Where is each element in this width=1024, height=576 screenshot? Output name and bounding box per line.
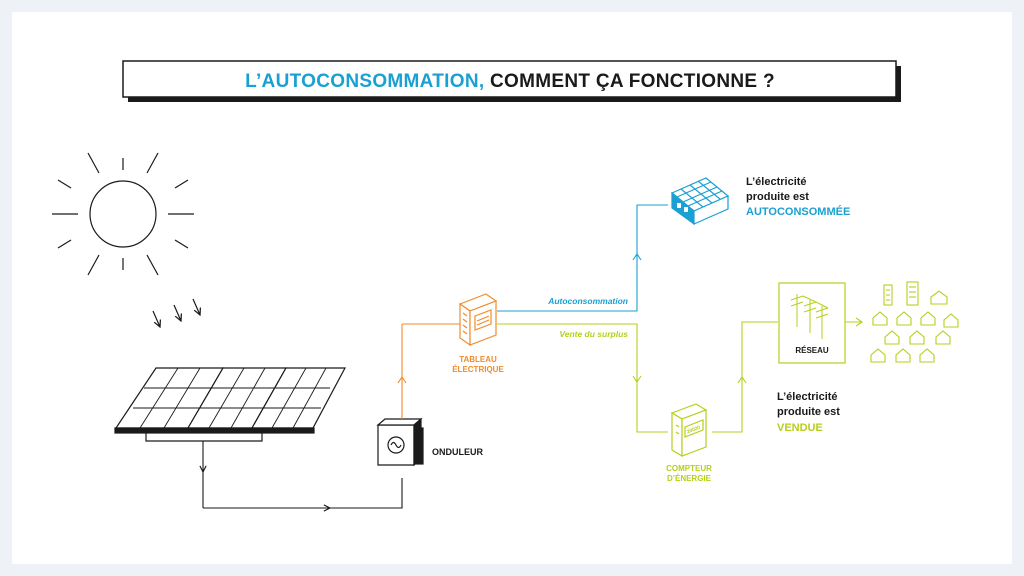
- title-highlight: L’AUTOCONSOMMATION,: [245, 71, 484, 92]
- wire-reseau-town: [845, 317, 863, 327]
- wire-vente-surplus: [497, 323, 668, 433]
- sunlight-arrows: [152, 298, 200, 327]
- energy-meter-icon: [670, 403, 708, 458]
- caption-auto-line1: L’électricité: [746, 176, 807, 188]
- reseau-label: RÉSEAU: [795, 346, 829, 355]
- grid-pylon-icon: [790, 294, 829, 339]
- caption-vendue-line2: produite est: [777, 406, 840, 418]
- caption-vendue-line1: L’électricité: [777, 391, 838, 403]
- town-icon: [870, 281, 959, 363]
- solar-panel-icon: [114, 367, 346, 442]
- wire-panel-onduleur: [203, 441, 403, 508]
- sun-icon: [52, 152, 194, 276]
- house-icon: [670, 177, 730, 226]
- caption-vendue-line3: VENDUE: [777, 422, 823, 434]
- diagram: L’AUTOCONSOMMATION, COMMENT ÇA FONCTIONN…: [52, 60, 959, 564]
- wire-onduleur-tableau: [397, 323, 463, 419]
- infographic-card: L’AUTOCONSOMMATION, COMMENT ÇA FONCTIONN…: [12, 12, 1012, 564]
- compteur-label-1: COMPTEUR: [666, 464, 712, 473]
- wire-autoconsommation: [497, 204, 668, 312]
- caption-auto-line2: produite est: [746, 191, 809, 203]
- flow-autoconsommation: Autoconsommation: [547, 296, 628, 306]
- title-rest: COMMENT ÇA FONCTIONNE ?: [490, 71, 775, 92]
- onduleur-label: ONDULEUR: [432, 447, 483, 457]
- caption-autoconsommee: L’électricité produite est AUTOCONSOMMÉE: [746, 176, 850, 218]
- inverter-icon: [376, 417, 424, 467]
- title-box: L’AUTOCONSOMMATION, COMMENT ÇA FONCTIONN…: [122, 60, 901, 102]
- svg-text:L’AUTOCONSOMMATION, COM: L’AUTOCONSOMMATION, COMMENT ÇA FONCTIONN…: [245, 71, 775, 92]
- caption-auto-line3: AUTOCONSOMMÉE: [746, 205, 850, 218]
- tableau-label-1: TABLEAU: [459, 355, 497, 364]
- flow-vente-surplus: Vente du surplus: [559, 329, 628, 339]
- tableau-label-2: ÉLECTRIQUE: [452, 365, 504, 374]
- compteur-label-2: D’ÉNERGIE: [667, 474, 712, 483]
- meter-reading: 20020: [686, 425, 701, 436]
- caption-vendue: L’électricité produite est VENDUE: [777, 391, 840, 434]
- grid-box: [778, 282, 846, 364]
- wire-compteur-reseau: [712, 321, 778, 433]
- electrical-panel-icon: [458, 293, 498, 347]
